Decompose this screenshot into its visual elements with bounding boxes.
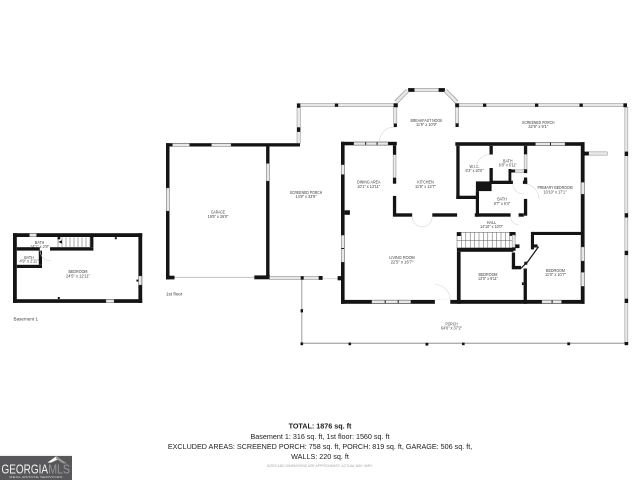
svg-text:22'5" x 16'7": 22'5" x 16'7" <box>391 259 414 264</box>
svg-text:MLS: MLS <box>48 462 70 477</box>
svg-text:6'3" x 10'0": 6'3" x 10'0" <box>466 168 484 173</box>
svg-text:14'1" x 2'8": 14'1" x 2'8" <box>30 244 50 249</box>
svg-text:TOTAL: 1876 sq. ft: TOTAL: 1876 sq. ft <box>289 422 352 431</box>
svg-text:BATH: BATH <box>497 197 507 202</box>
svg-text:4'9" x 2'11": 4'9" x 2'11" <box>20 259 40 264</box>
svg-text:EXCLUDED AREAS: SCREENED PORCH: EXCLUDED AREAS: SCREENED PORCH: 758 sq. … <box>168 442 472 451</box>
svg-text:W.I.C.: W.I.C. <box>470 164 480 169</box>
svg-text:14'8" x 33'9": 14'8" x 33'9" <box>296 194 318 199</box>
svg-text:19'5" x 26'0": 19'5" x 26'0" <box>208 214 229 219</box>
svg-text:SIZES AND DIMENSIONS ARE APPRO: SIZES AND DIMENSIONS ARE APPROXIMATE, AC… <box>267 464 373 468</box>
svg-text:BEDROOM: BEDROOM <box>546 268 565 273</box>
svg-text:11'9" x 13'7": 11'9" x 13'7" <box>415 184 437 189</box>
svg-text:BATH: BATH <box>24 255 34 260</box>
svg-text:24'5" x 12'11": 24'5" x 12'11" <box>66 274 91 279</box>
svg-text:14'10" x 10'0": 14'10" x 10'0" <box>480 224 504 229</box>
svg-text:PORCH: PORCH <box>446 321 458 326</box>
svg-text:GARAGE: GARAGE <box>211 210 225 215</box>
svg-text:REAL ESTATE SERVICES: REAL ESTATE SERVICES <box>9 475 62 479</box>
svg-text:1st floor: 1st floor <box>166 292 183 297</box>
svg-text:BEDROOM: BEDROOM <box>69 269 88 274</box>
svg-text:Basement 1: Basement 1 <box>14 317 39 322</box>
svg-text:64'0" x 37'2": 64'0" x 37'2" <box>441 326 463 331</box>
svg-text:BEDROOM: BEDROOM <box>479 272 498 277</box>
svg-text:WALLS: 220 sq. ft: WALLS: 220 sq. ft <box>291 452 349 461</box>
svg-text:11'0" x 10'7": 11'0" x 10'7" <box>545 272 567 277</box>
svg-text:BATH: BATH <box>503 159 513 164</box>
svg-text:BREAKFAST NOOK: BREAKFAST NOOK <box>411 118 443 123</box>
svg-text:11'9" x 10'9": 11'9" x 10'9" <box>416 122 438 127</box>
svg-text:6'8" x 6'11": 6'8" x 6'11" <box>499 163 517 168</box>
svg-text:13'0" x 9'11": 13'0" x 9'11" <box>478 276 498 281</box>
svg-text:LIVING ROOM: LIVING ROOM <box>389 255 415 260</box>
svg-text:DINING AREA: DINING AREA <box>357 180 381 185</box>
svg-text:HALL: HALL <box>487 220 497 225</box>
svg-text:GEORGIA: GEORGIA <box>2 462 49 477</box>
svg-text:BATH: BATH <box>35 240 45 245</box>
svg-text:10'10" x 17'1": 10'10" x 17'1" <box>544 189 568 194</box>
svg-text:10'1" x 13'11": 10'1" x 13'11" <box>357 184 381 189</box>
svg-text:PRIMARY BEDROOM: PRIMARY BEDROOM <box>538 185 573 190</box>
svg-text:32'9" x 9'1": 32'9" x 9'1" <box>528 124 549 129</box>
svg-text:SCREENED PORCH: SCREENED PORCH <box>522 120 555 125</box>
svg-text:9'7" x 6'4": 9'7" x 6'4" <box>494 201 511 206</box>
svg-text:Basement 1: 316 sq. ft, 1st fl: Basement 1: 316 sq. ft, 1st floor: 1560 … <box>250 432 389 441</box>
svg-text:SCREENED PORCH: SCREENED PORCH <box>290 190 323 195</box>
svg-text:KITCHEN: KITCHEN <box>417 180 434 185</box>
